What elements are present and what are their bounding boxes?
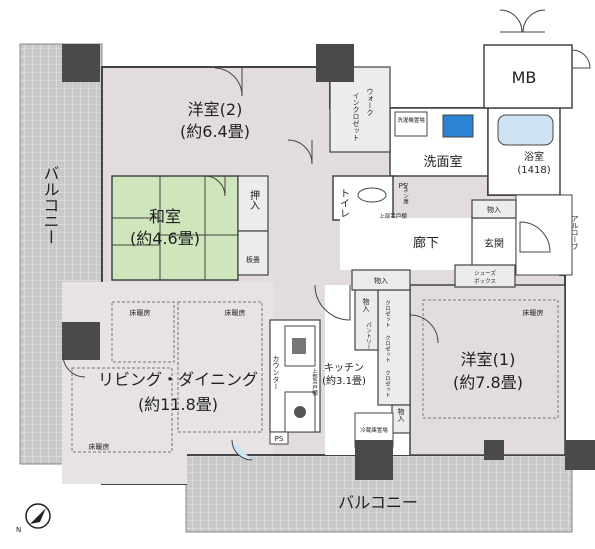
walk-in-label-2: インクロゼット <box>352 92 360 141</box>
shoes-box-label-1: シューズ <box>474 269 496 277</box>
upper-cabinet-label-2: 上部吊戸棚 <box>379 212 407 220</box>
japanese-room-area <box>111 175 239 281</box>
storage-room1-label: 物入 <box>397 407 405 422</box>
floor-heating-label-3: 床暖房 <box>89 442 110 451</box>
balcony-south-label: バルコニー <box>338 493 418 512</box>
floor-heating-label-2: 床暖房 <box>225 308 246 317</box>
closet-label-1: クロゼット <box>384 300 391 328</box>
storage-entrance-label: 物入 <box>362 297 370 312</box>
bathroom-size: (1418) <box>517 165 550 176</box>
western-room-1-size: (約7.8畳) <box>453 373 523 392</box>
western-room-1-name: 洋室(1) <box>461 350 516 369</box>
washroom-name: 洗面室 <box>423 154 462 170</box>
linen-label: リネン庫 <box>402 182 409 205</box>
svg-text:N: N <box>16 526 21 534</box>
floor-heating-label-1: 床暖房 <box>130 308 151 317</box>
kitchen-name: キッチン <box>324 362 364 374</box>
kitchen-size: (約3.1畳) <box>322 374 366 387</box>
walk-in-label-1: ウォーク <box>366 88 374 116</box>
japanese-room-size: (約4.6畳) <box>130 229 200 248</box>
compass-icon: N <box>16 503 51 534</box>
storage-kitchen-label: 物入 <box>374 276 388 285</box>
shoes-box-label-2: ボックス <box>474 277 496 285</box>
itadatami-label: 板畳 <box>246 255 260 264</box>
ps-label-2: PS <box>275 435 284 443</box>
hallway-area <box>340 218 472 270</box>
oshiire-label: 押入 <box>248 189 260 210</box>
washer-label: 洗濯機置場 <box>397 116 425 124</box>
storage-top-label: 物入 <box>487 205 501 214</box>
mb-box <box>483 44 573 109</box>
entrance-area <box>471 217 517 271</box>
alcove-label: アルコーブ <box>571 215 579 250</box>
pantry-label: パントリー <box>365 322 372 350</box>
japanese-room-name: 和室 <box>149 207 181 226</box>
counter-label: カウンター <box>272 355 280 390</box>
closet-label-2: クロゼット <box>384 335 391 363</box>
entrance-name: 玄関 <box>484 237 504 250</box>
toilet-name: トイレ <box>338 188 350 218</box>
western-room-2-name: 洋室(2) <box>188 100 243 119</box>
ps-label-1: PS <box>399 182 408 190</box>
western-room-1-area <box>409 284 566 456</box>
upper-cabinet-label: 上部吊戸棚 <box>311 367 318 397</box>
balcony-west-label: バルコニー <box>41 165 60 245</box>
closet-label-3: クロゼット <box>384 370 391 398</box>
living-dining-name: リビング・ダイニング <box>98 370 258 389</box>
fridge-label: 冷蔵庫置場 <box>360 426 388 434</box>
western-room-2-size: (約6.4畳) <box>180 122 250 141</box>
mb-label: MB <box>512 68 537 87</box>
hallway-name: 廊下 <box>413 235 439 251</box>
floor-heating-label-4: 床暖房 <box>523 308 544 317</box>
living-dining-size: (約11.8畳) <box>138 395 218 414</box>
bathroom-name: 浴室 <box>524 150 544 163</box>
